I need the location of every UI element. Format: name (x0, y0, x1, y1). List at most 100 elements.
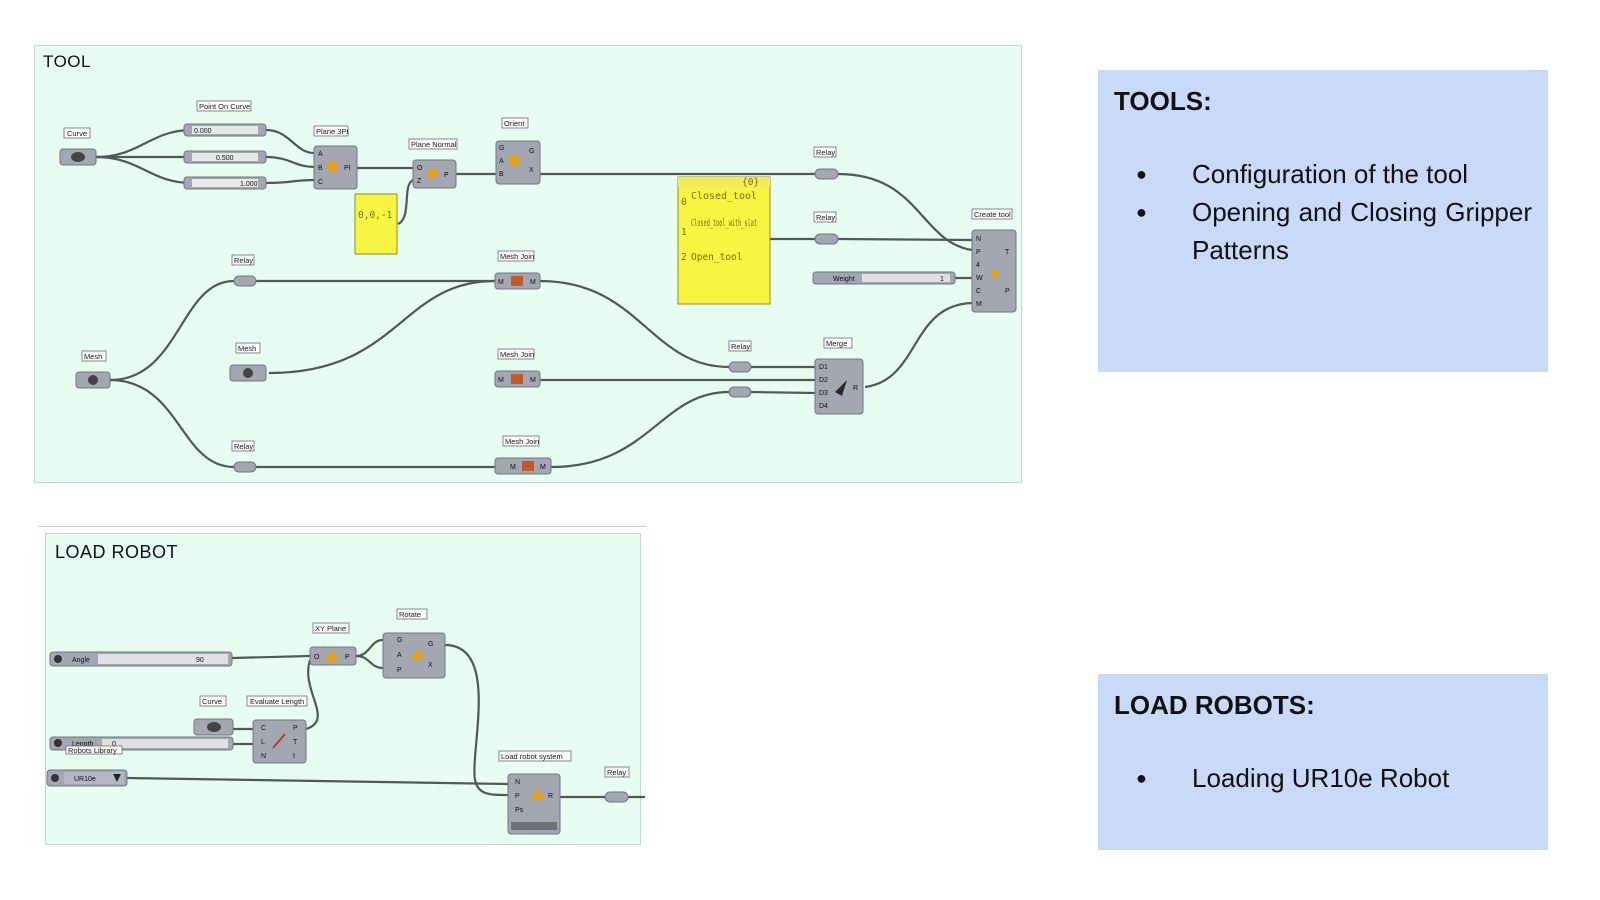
svg-text:T: T (1005, 249, 1010, 256)
svg-text:G: G (428, 641, 433, 648)
svg-text:B: B (499, 171, 504, 178)
rotate-icon (410, 648, 425, 660)
vector-panel[interactable]: 0,0,-1 (354, 193, 398, 255)
weight-slider[interactable]: Weight 1 (812, 271, 956, 285)
mesh-param-2[interactable]: Mesh (229, 342, 267, 382)
curve-param[interactable]: Curve (59, 127, 97, 166)
relay-1[interactable]: Relay (813, 146, 839, 180)
relay-2[interactable]: Relay (813, 211, 839, 245)
svg-text:Mesh: Mesh (238, 344, 256, 353)
plane-3pt-node[interactable]: Plane 3Pt A B C Pl (313, 125, 358, 190)
slider-value-0: 0.000 (194, 128, 212, 135)
list-item-2: Open_tool (691, 252, 742, 263)
svg-text:Relay: Relay (816, 148, 835, 157)
evaluate-length-node[interactable]: Evaluate Length C L N P T t (246, 695, 308, 764)
svg-text:C: C (318, 179, 323, 186)
merge-node[interactable]: Merge D1 D2 D3 D4 R (814, 337, 864, 415)
xy-plane-node[interactable]: XY Plane O P (309, 622, 357, 666)
relay-4[interactable]: Relay (231, 440, 257, 473)
mesh-join-icon (511, 374, 523, 384)
link-icon (51, 774, 59, 782)
svg-text:Mesh Join: Mesh Join (500, 350, 534, 359)
link-icon (54, 739, 62, 747)
create-tool-label: Create tool (974, 210, 1011, 219)
list-item-1: Closed_tool_with_slat (691, 218, 757, 229)
robot-group-title: LOAD ROBOT (55, 542, 179, 562)
load-robots-bullet-list: Loading UR10e Robot (1114, 759, 1532, 797)
svg-text:Relay: Relay (816, 213, 835, 222)
load-robots-card-title: LOAD ROBOTS: (1114, 690, 1315, 720)
svg-text:M: M (498, 279, 504, 286)
curve-label: Curve (67, 129, 87, 138)
relay-6[interactable] (728, 386, 752, 398)
tool-group-title: TOOL (43, 52, 91, 71)
svg-text:D2: D2 (819, 377, 828, 384)
svg-text:P: P (444, 172, 449, 179)
orient-icon (510, 156, 520, 166)
svg-text:Relay: Relay (607, 768, 626, 777)
svg-text:R: R (853, 385, 858, 392)
orient-node[interactable]: Orient G A B G X (495, 117, 541, 185)
svg-text:P: P (397, 667, 402, 674)
svg-text:t: t (293, 753, 295, 760)
plane-icon (327, 161, 337, 171)
svg-text:Curve: Curve (202, 697, 222, 706)
angle-slider[interactable]: Angle 90 (49, 651, 233, 667)
create-tool-icon (991, 270, 999, 278)
svg-text:Pl: Pl (344, 165, 351, 172)
svg-text:M: M (510, 464, 516, 471)
svg-text:M: M (530, 377, 536, 384)
svg-text:Mesh Join: Mesh Join (500, 252, 534, 261)
slider-value-2: 1.000 (240, 181, 258, 188)
svg-text:C: C (261, 725, 266, 732)
mesh-param[interactable]: Mesh (75, 350, 111, 389)
mesh-join-3[interactable]: Mesh Join M M (494, 435, 552, 475)
plane-normal-label: Plane Normal (411, 140, 457, 149)
svg-text:L: L (261, 739, 265, 746)
mesh-icon (243, 368, 253, 378)
svg-text:B: B (318, 165, 323, 172)
weight-value: 1 (940, 276, 944, 283)
svg-text:R: R (548, 793, 553, 800)
point-on-curve-label: Point On Curve (199, 102, 250, 111)
list-panel-header: {0} (742, 177, 759, 188)
relay-5[interactable]: Relay (728, 340, 752, 373)
point-on-curve[interactable]: Point On Curve 0.000 0.500 1.000 (183, 100, 267, 190)
plane-normal-node[interactable]: Plane Normal O Z P (408, 138, 458, 189)
robot-relay[interactable]: Relay (604, 766, 630, 803)
svg-text:P: P (515, 793, 520, 800)
robot-curve-param[interactable]: Curve (193, 695, 234, 736)
mesh-join-2[interactable]: Mesh Join M M (494, 348, 541, 388)
svg-text:Length: Length (72, 741, 94, 748)
svg-text:N: N (261, 753, 266, 760)
load-robots-card: LOAD ROBOTS: Loading UR10e Robot (1098, 674, 1548, 850)
tools-bullet-1: Configuration of the tool (1136, 155, 1532, 193)
relay-3[interactable]: Relay (231, 254, 257, 287)
svg-text:P: P (976, 249, 981, 256)
curve-icon (207, 722, 221, 732)
angle-value: 90 (196, 657, 204, 664)
rotate-node[interactable]: Rotate G A P G X (382, 608, 446, 679)
svg-text:X: X (428, 662, 433, 669)
robots-library-dropdown[interactable]: Robots Library UR10e (46, 745, 128, 787)
svg-text:2: 2 (681, 252, 687, 263)
group-divider (38, 526, 646, 527)
svg-text:Mesh: Mesh (84, 352, 102, 361)
robot-wires (125, 638, 645, 799)
svg-text:M: M (498, 377, 504, 384)
svg-text:Evaluate Length: Evaluate Length (250, 697, 304, 706)
tool-list-panel[interactable]: {0} 0 Closed_tool 1 Closed_tool_with_sla… (677, 176, 771, 305)
tools-card: TOOLS: Configuration of the tool Opening… (1098, 70, 1548, 372)
create-tool-node[interactable]: Create tool N P 4 W C M T P (971, 208, 1017, 313)
svg-text:G: G (529, 148, 534, 155)
mesh-join-1[interactable]: Mesh Join M M (494, 250, 541, 290)
svg-text:A: A (397, 652, 402, 659)
svg-text:W: W (976, 275, 983, 282)
robot-icon (530, 788, 546, 800)
svg-text:Merge: Merge (826, 339, 847, 348)
load-robot-system-node[interactable]: Load robot system N P Ps R (498, 750, 572, 835)
merge-icon (835, 380, 847, 396)
svg-text:A: A (499, 158, 504, 165)
svg-text:G: G (499, 145, 504, 152)
svg-text:M: M (540, 464, 546, 471)
